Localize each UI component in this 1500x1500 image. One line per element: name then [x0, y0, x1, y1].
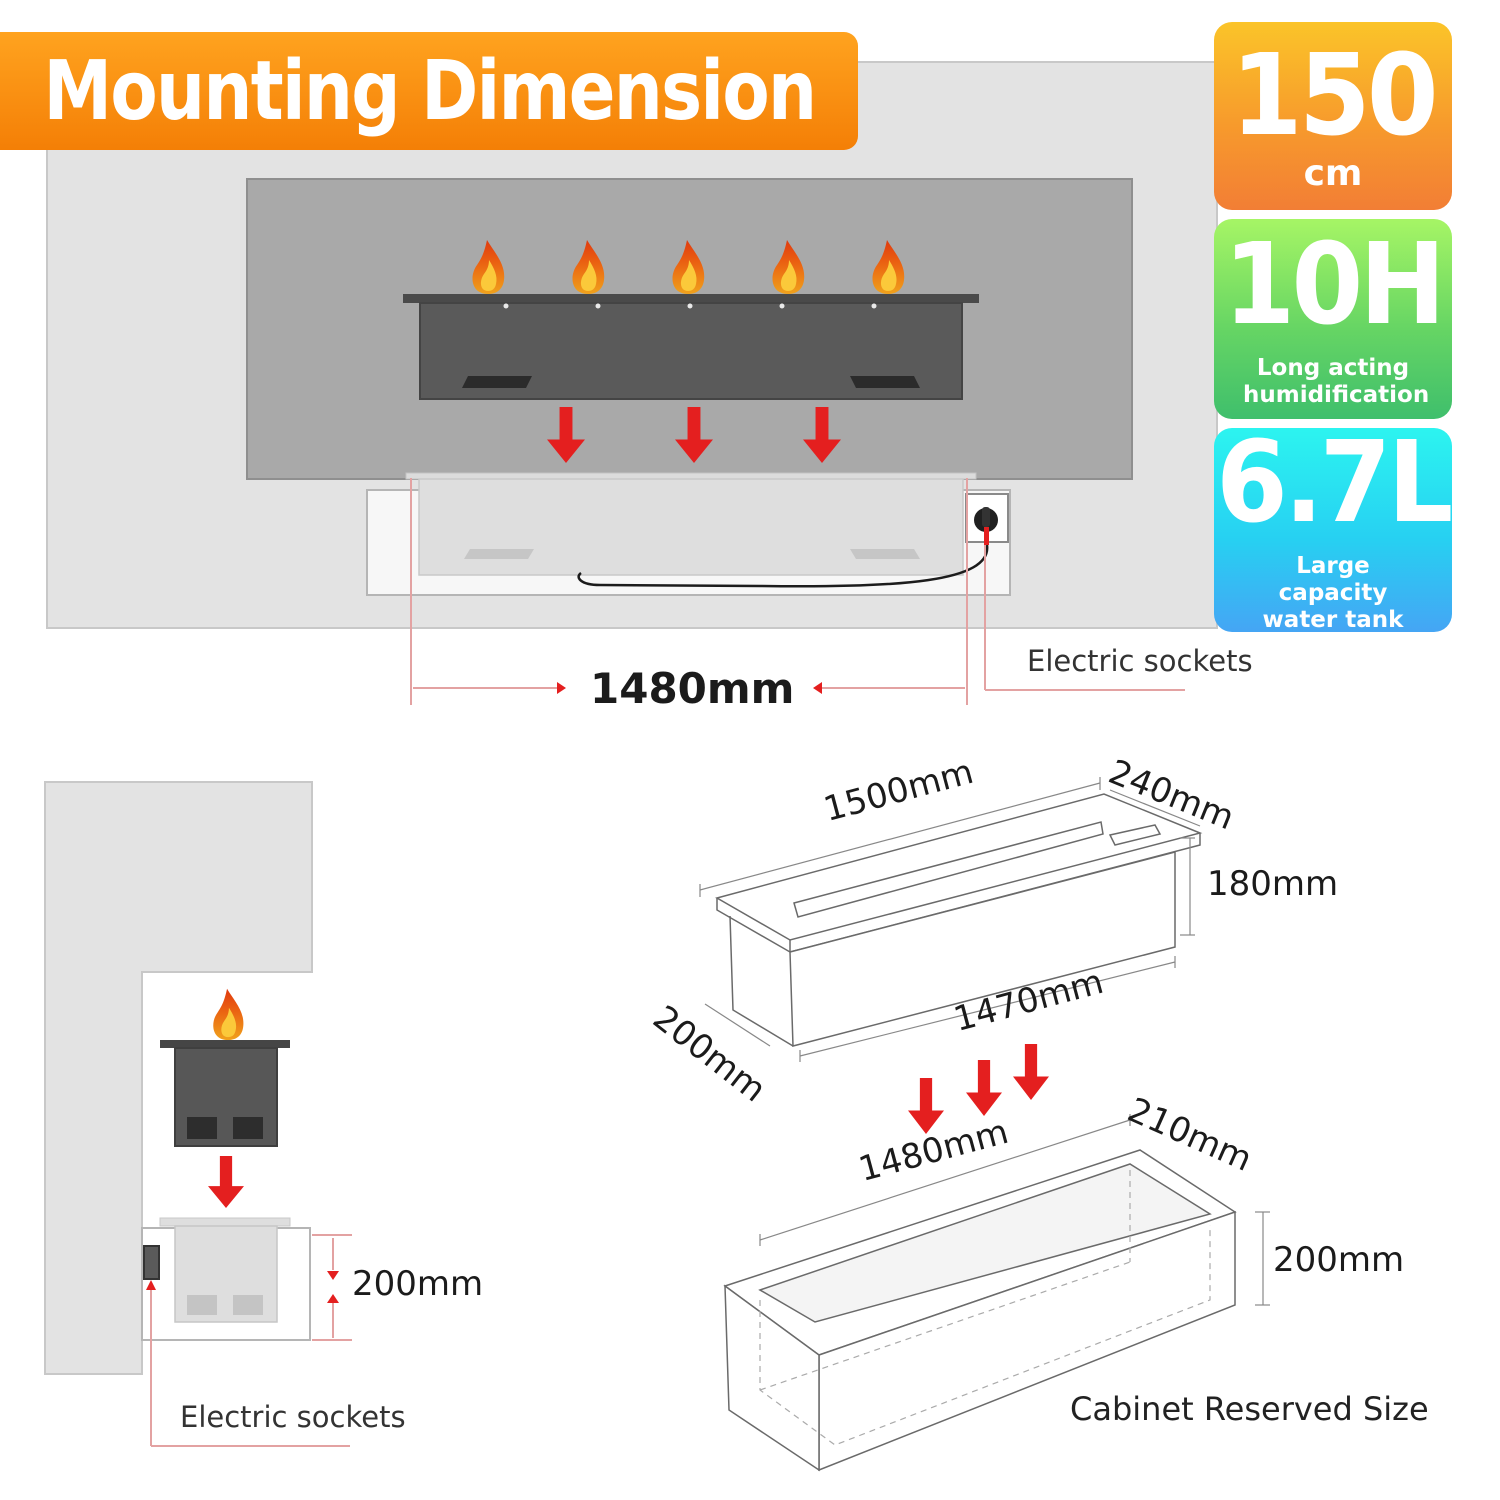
front-socket-label: Electric sockets [1027, 644, 1253, 678]
down-arrow-icon [208, 1156, 244, 1208]
title-banner: Mounting Dimension [0, 32, 858, 150]
down-arrow-icon [908, 1078, 944, 1134]
dim-arrowhead-right [557, 682, 566, 694]
badge-capacity-subtitle: Large capacity water tank [1262, 552, 1404, 633]
side-ghost-lip [159, 1217, 291, 1227]
down-arrow-icon [966, 1060, 1002, 1116]
nozzle-dot [503, 303, 509, 309]
cabinet-3d [723, 1114, 1270, 1472]
cabinet-height-label: 200mm [1273, 1240, 1405, 1280]
cabinet-left-face [724, 1284, 820, 1472]
cabinet-opening [758, 1163, 1212, 1323]
front-width-label: 1480mm [590, 664, 795, 713]
vent-slot [850, 376, 920, 388]
flame-icon [572, 240, 605, 294]
product-nozzle-bar [793, 821, 1104, 918]
front-view [46, 61, 1218, 705]
product-height-label: 180mm [1207, 864, 1339, 904]
power-cable [577, 544, 989, 588]
down-arrow-icon [675, 407, 713, 463]
install-arrows [547, 407, 841, 463]
flame-icon [872, 240, 905, 294]
side-socket [143, 1245, 160, 1280]
cabinet-caption: Cabinet Reserved Size [1070, 1390, 1429, 1428]
down-arrow-icon [1013, 1044, 1049, 1100]
product-control-panel [1108, 824, 1162, 846]
vent-slot [462, 376, 532, 388]
badge-duration: 10H Long acting humidification [1214, 219, 1452, 419]
insert-ghost [418, 478, 964, 576]
dim-arrowhead-left [813, 682, 822, 694]
down-arrow-icon [803, 407, 841, 463]
nozzle-dot [871, 303, 877, 309]
nozzle-dot [779, 303, 785, 309]
flame-icon [772, 240, 805, 294]
flame-icon [213, 988, 244, 1040]
product-install-arrows [908, 1044, 1049, 1134]
flame-icon [672, 240, 705, 294]
side-socket-label: Electric sockets [180, 1400, 406, 1434]
badge-duration-subtitle: Long acting humidification [1243, 355, 1430, 408]
side-flame [213, 988, 244, 1040]
side-unit-lip [160, 1040, 290, 1048]
down-arrow-icon [547, 407, 585, 463]
side-install-arrow [208, 1156, 244, 1208]
side-wall [44, 781, 313, 1375]
badge-capacity-value: 6.7L [1216, 417, 1453, 548]
product-front-face [789, 851, 1176, 1047]
badge-length-unit: cm [1303, 153, 1363, 194]
nozzle-dot [595, 303, 601, 309]
nozzle-dot [687, 303, 693, 309]
side-view [44, 781, 352, 1447]
page-title: Mounting Dimension [43, 43, 817, 139]
flame-icon [472, 240, 505, 294]
badge-length-value: 150 [1230, 31, 1439, 161]
fireplace-insert [403, 294, 979, 400]
width-dimension-lines [410, 478, 1185, 705]
badge-capacity: 6.7L Large capacity water tank [1214, 417, 1453, 633]
badge-duration-value: 10H [1223, 220, 1446, 350]
side-depth-label: 200mm [352, 1264, 484, 1304]
product-left-face [729, 915, 794, 1047]
product-3d [699, 777, 1203, 1062]
badge-length: 150 cm [1214, 22, 1452, 210]
flames [472, 240, 905, 294]
insert-ghost-lip [405, 472, 977, 480]
